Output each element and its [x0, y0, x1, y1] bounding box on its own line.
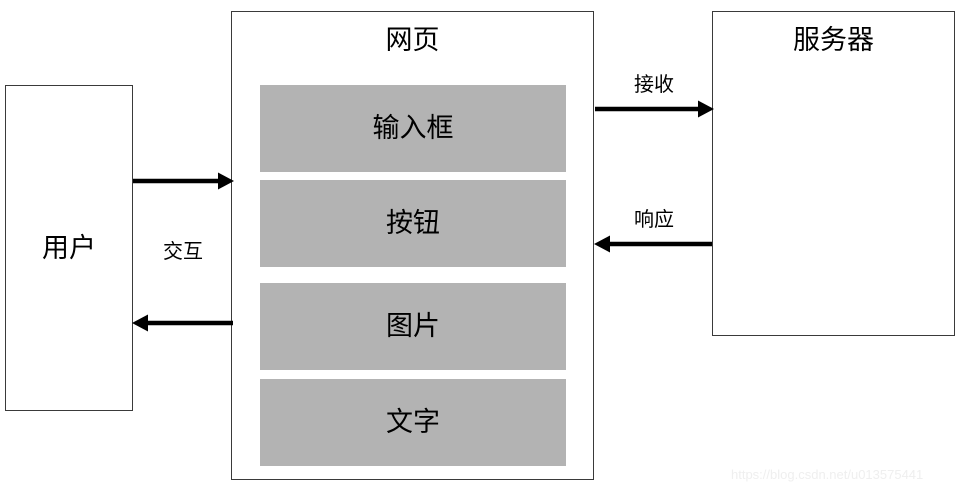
- node-webpage-label: 网页: [385, 25, 440, 56]
- edge-server-to-webpage-arrow: [594, 235, 712, 253]
- node-user: [5, 85, 133, 411]
- node-server: [712, 11, 955, 336]
- component-button[interactable]: 按钮: [260, 180, 566, 267]
- node-server-label: 服务器: [793, 25, 874, 56]
- node-user-label: 用户: [42, 232, 96, 264]
- component-input-box-label: 输入框: [372, 113, 454, 144]
- edge-webpage-to-server-label: 接收: [634, 72, 674, 96]
- component-text[interactable]: 文字: [260, 379, 566, 466]
- edge-server-to-webpage-label: 响应: [634, 207, 674, 231]
- edge-webpage-to-server-arrow: [595, 100, 714, 118]
- component-image[interactable]: 图片: [260, 283, 566, 370]
- component-button-label: 按钮: [386, 208, 440, 239]
- watermark-text: https://blog.csdn.net/u013575441: [731, 467, 924, 482]
- component-image-label: 图片: [386, 311, 440, 342]
- edge-user-to-webpage-label: 交互: [163, 239, 203, 263]
- edge-webpage-to-user-arrow: [132, 314, 233, 332]
- component-text-label: 文字: [386, 407, 440, 438]
- component-input-box[interactable]: 输入框: [260, 85, 566, 172]
- edge-user-to-webpage-arrow: [133, 172, 234, 190]
